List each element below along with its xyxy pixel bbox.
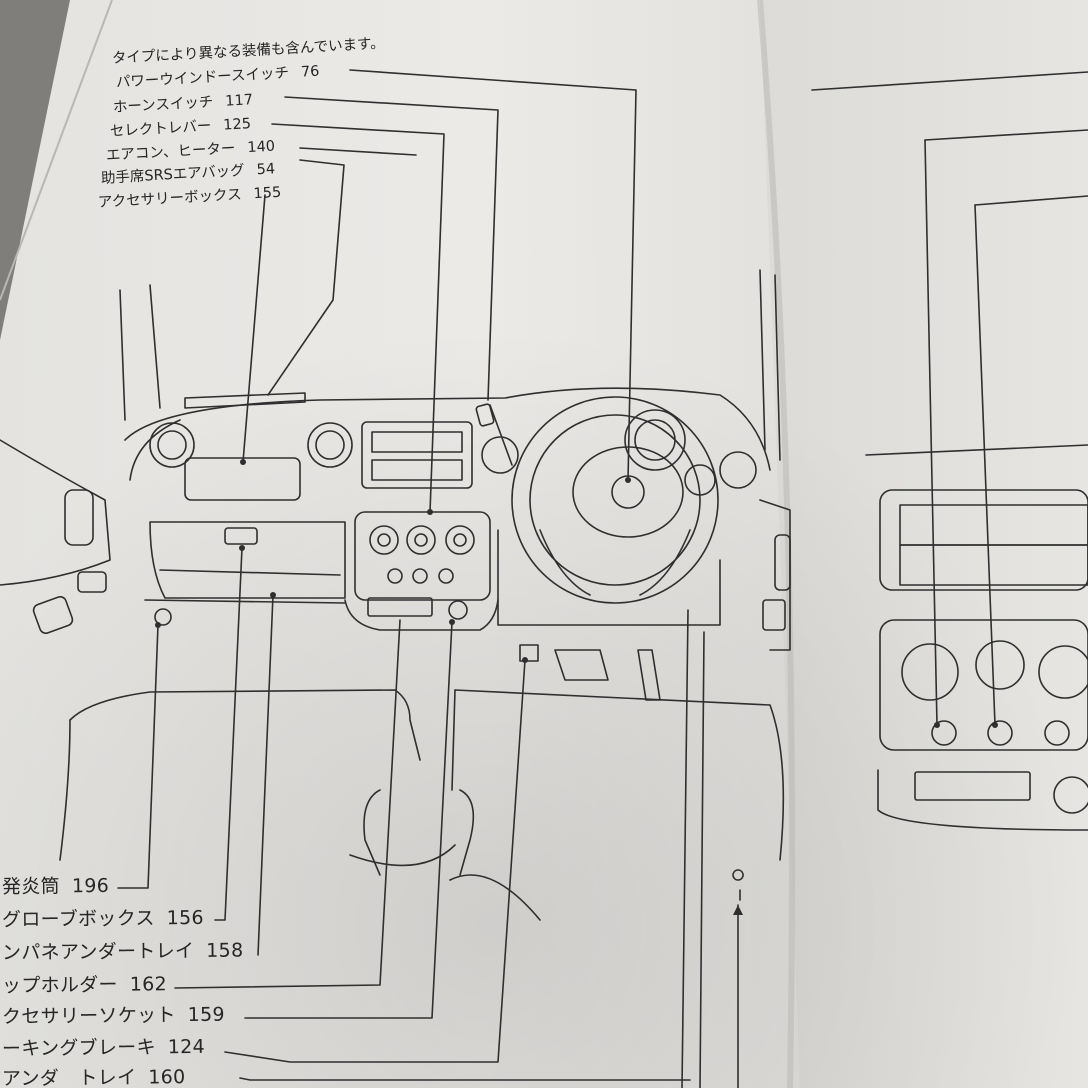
vent-left <box>149 422 195 468</box>
audio-slot <box>361 421 473 489</box>
callout-page: 54 <box>256 161 276 179</box>
callout-page: 140 <box>246 138 276 157</box>
leader-accessory-box <box>242 194 266 463</box>
accessory-box <box>184 457 301 501</box>
accessory-socket <box>448 600 468 620</box>
callout-label: ップホルダー <box>1 973 118 997</box>
callout-glove-box: グローブボックス 156 <box>1 906 204 931</box>
right-page-console <box>879 489 1088 591</box>
climate-panel <box>354 511 491 601</box>
leader-select-lever <box>271 123 445 513</box>
flare-holder <box>154 608 172 626</box>
callout-page: 156 <box>166 906 204 930</box>
callout-lower-tray: アンダ トレイ 160 <box>1 1066 186 1088</box>
leader-lower-tray <box>239 1077 691 1081</box>
leader-horn <box>284 96 499 401</box>
callout-label: ーキングブレーキ <box>1 1036 156 1060</box>
callout-accessory-socket: クセサリーソケット 159 <box>1 1003 225 1028</box>
callout-label: グローブボックス <box>1 907 155 931</box>
callout-label: アンダ トレイ <box>1 1066 137 1088</box>
right-page-rule <box>811 71 1088 91</box>
dashboard-top <box>124 387 771 471</box>
vent-center-left <box>307 422 353 468</box>
callout-page: 162 <box>129 973 168 996</box>
callout-page: 159 <box>187 1003 225 1027</box>
callout-page: 124 <box>167 1035 206 1059</box>
callout-page: 76 <box>300 63 320 81</box>
callout-label: クセサリーソケット <box>1 1004 176 1028</box>
windshield-frame <box>119 269 781 461</box>
leader-glove-box <box>214 547 243 921</box>
glove-box <box>149 521 346 599</box>
callout-page: 117 <box>224 92 254 110</box>
vent-center-right <box>481 436 519 474</box>
leader-flare <box>117 624 159 889</box>
leader-cup-holder <box>174 619 401 989</box>
callout-parking-brake: ーキングブレーキ 124 <box>1 1035 206 1060</box>
callout-page: 155 <box>253 184 282 203</box>
leader-under-tray <box>257 594 274 956</box>
callout-label: ンパネアンダートレイ <box>1 939 195 964</box>
callout-page: 160 <box>148 1066 186 1088</box>
leader-airbag <box>267 159 345 396</box>
callout-page: 125 <box>222 116 252 134</box>
leader-accessory-socket <box>244 621 453 1019</box>
callout-page: 158 <box>206 939 244 962</box>
leader-aircon <box>299 147 417 156</box>
callout-label: 発炎筒 <box>1 875 61 898</box>
brake-pedal <box>519 644 539 662</box>
leader-parking-brake <box>224 659 526 1063</box>
callout-under-tray: ンパネアンダートレイ 158 <box>1 939 244 964</box>
left-door <box>0 439 111 586</box>
steering-wheel <box>511 396 719 604</box>
callout-cup-holder: ップホルダー 162 <box>1 973 168 997</box>
vent-right <box>719 451 757 489</box>
leader-power-window <box>349 69 637 481</box>
callout-flare: 発炎筒 196 <box>1 874 110 898</box>
callout-page: 196 <box>71 874 110 898</box>
